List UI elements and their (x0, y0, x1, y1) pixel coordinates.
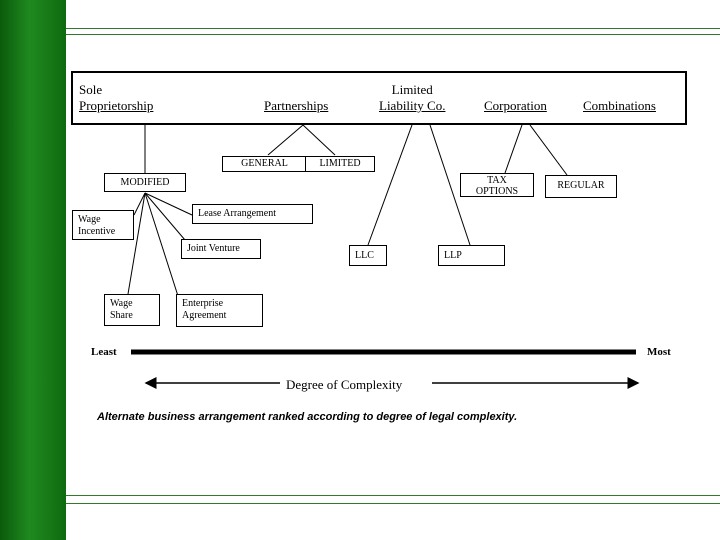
degree-of-complexity-label: Degree of Complexity (283, 377, 406, 393)
tax-options-box: TAX OPTIONS (460, 173, 534, 197)
general-box: GENERAL (222, 156, 307, 172)
most-label: Most (647, 346, 671, 358)
corporation-label: Corporation (484, 98, 547, 113)
limited-liability-co-label: Limited Liability Co. (379, 82, 446, 113)
enterprise-agreement-box: Enterprise Agreement (176, 294, 263, 327)
llp-box: LLP (438, 245, 505, 266)
llc-box: LLC (349, 245, 387, 266)
lease-arrangement-box: Lease Arrangement (192, 204, 313, 224)
regular-box: REGULAR (545, 175, 617, 198)
business-forms-header (71, 71, 687, 125)
partnerships-label: Partnerships (264, 98, 329, 113)
wage-share-box: Wage Share (104, 294, 160, 326)
wage-incentive-box: Wage Incentive (72, 210, 134, 240)
figure-caption: Alternate business arrangement ranked ac… (97, 411, 518, 423)
combinations-label: Combinations (583, 98, 656, 113)
bottom-rule-1 (66, 495, 720, 496)
limited-box: LIMITED (305, 156, 375, 172)
least-label: Least (91, 346, 117, 358)
bottom-rule-2 (66, 503, 720, 504)
green-sidebar (0, 0, 66, 540)
joint-venture-box: Joint Venture (181, 239, 261, 259)
top-rule-1 (66, 28, 720, 29)
sole-proprietorship-label: Sole Proprietorship (79, 82, 154, 113)
top-rule-2 (66, 34, 720, 35)
modified-box: MODIFIED (104, 173, 186, 192)
